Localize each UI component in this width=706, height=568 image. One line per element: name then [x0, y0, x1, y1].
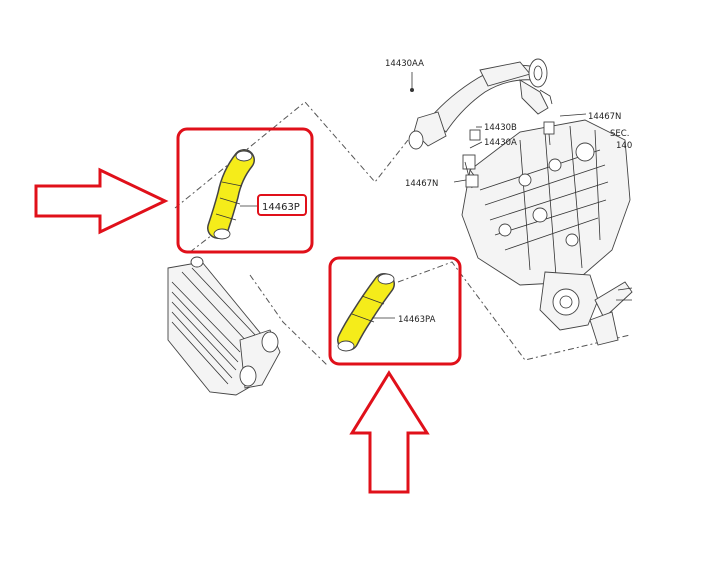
label-14467n-top: 14467N [588, 112, 621, 122]
leader-lines [174, 101, 631, 366]
engine-assembly [461, 119, 633, 346]
label-14430b: 14430B [484, 123, 517, 133]
label-14430a: 14430A [484, 138, 517, 148]
hose-14463p [207, 149, 255, 240]
intercooler [167, 256, 281, 396]
highlight-boxes [176, 127, 462, 366]
up-arrow-icon [349, 370, 430, 494]
upper-intake-pipe [408, 58, 555, 189]
label-sec: SEC. [610, 129, 629, 139]
callout-leaders [240, 72, 587, 319]
highlight-box-14463pa [328, 256, 462, 366]
label-sec-number: 140 [616, 141, 632, 151]
highlight-box-14463p-label [257, 194, 307, 216]
label-14467n-left: 14467N [405, 179, 438, 189]
label-14463p: 14463P [262, 202, 300, 213]
label-14430aa: 14430AA [385, 59, 424, 69]
right-arrow-icon [34, 167, 169, 235]
part-labels: 14430AA 14467N 14430B 14430A 14467N SEC.… [262, 59, 632, 325]
hose-14463pa [337, 273, 395, 352]
label-14463pa: 14463PA [398, 315, 436, 325]
highlight-box-14463p [176, 127, 314, 254]
